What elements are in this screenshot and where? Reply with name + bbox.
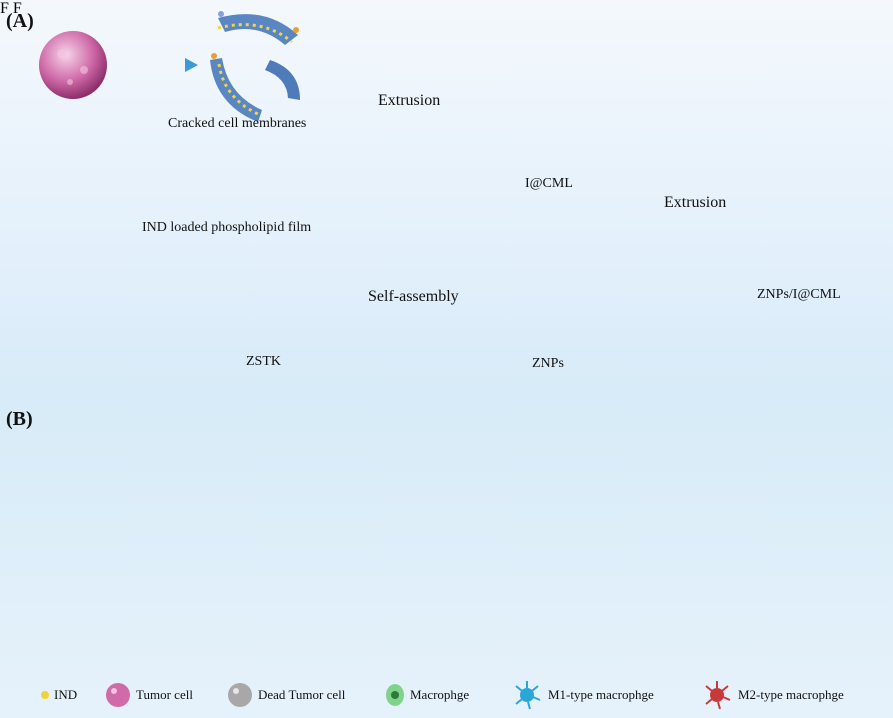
m1-macrophage-icon: [515, 681, 541, 710]
legend-label-m2: M2-type macrophge: [738, 687, 844, 702]
legend-item-m1: M1-type macrophge: [510, 680, 654, 710]
legend-item-dead-tumor-cell: Dead Tumor cell: [226, 680, 345, 710]
zstk-label: ZSTK: [246, 354, 281, 369]
cracked-membranes-label: Cracked cell membranes: [168, 116, 307, 131]
legend-item-macrophage: Macrophge: [384, 680, 469, 710]
legend-label-macrophage: Macrophge: [410, 687, 470, 702]
legend-item-ind: IND: [40, 680, 77, 710]
zoom-beam-icon: F F: [0, 0, 844, 710]
legend: IND Tumor cell Dead Tumor cell Macrophge…: [0, 672, 893, 718]
phospholipid-film-label: IND loaded phospholipid film: [142, 220, 312, 235]
extrusion-arrow-1: F F: [0, 0, 844, 710]
cracked-membrane-icon: [210, 11, 300, 122]
schematic-illustration: [39, 11, 300, 122]
znps-icml-label: ZNPs/I@CML: [757, 287, 841, 302]
znps-label: ZNPs: [532, 356, 564, 371]
bracket-icon-2: F F: [0, 0, 844, 710]
tumor-cell-icon: [39, 31, 107, 99]
legend-label-dead-tumor-cell: Dead Tumor cell: [258, 687, 346, 702]
extrusion-arrow-2: F F: [0, 0, 844, 710]
fluorine-label-1: F: [0, 0, 9, 17]
legend-item-m2: M2-type macrophge: [700, 680, 844, 710]
macrophage-icon: [386, 684, 404, 706]
tumor-cell-icon: [106, 683, 130, 707]
self-assembly-label: Self-assembly: [368, 288, 459, 305]
extrusion-label-1: Extrusion: [378, 92, 441, 109]
legend-label-tumor-cell: Tumor cell: [136, 687, 193, 702]
beam-icon: F F: [0, 0, 844, 710]
legend-item-tumor-cell: Tumor cell: [104, 680, 193, 710]
panel-a-label: (A): [6, 10, 34, 32]
panel-b-label: (B): [6, 408, 33, 430]
bracket-icon: F F: [0, 0, 844, 710]
dead-tumor-cell-icon: [228, 683, 252, 707]
icml-label: I@CML: [525, 176, 573, 191]
m2-macrophage-icon: [705, 681, 731, 710]
legend-label-m1: M1-type macrophge: [548, 687, 654, 702]
ind-dot-icon: [41, 691, 49, 699]
legend-label-ind: IND: [54, 687, 78, 702]
extrusion-label-2: Extrusion: [664, 194, 727, 211]
fluorine-label-2: F: [12, 0, 22, 17]
